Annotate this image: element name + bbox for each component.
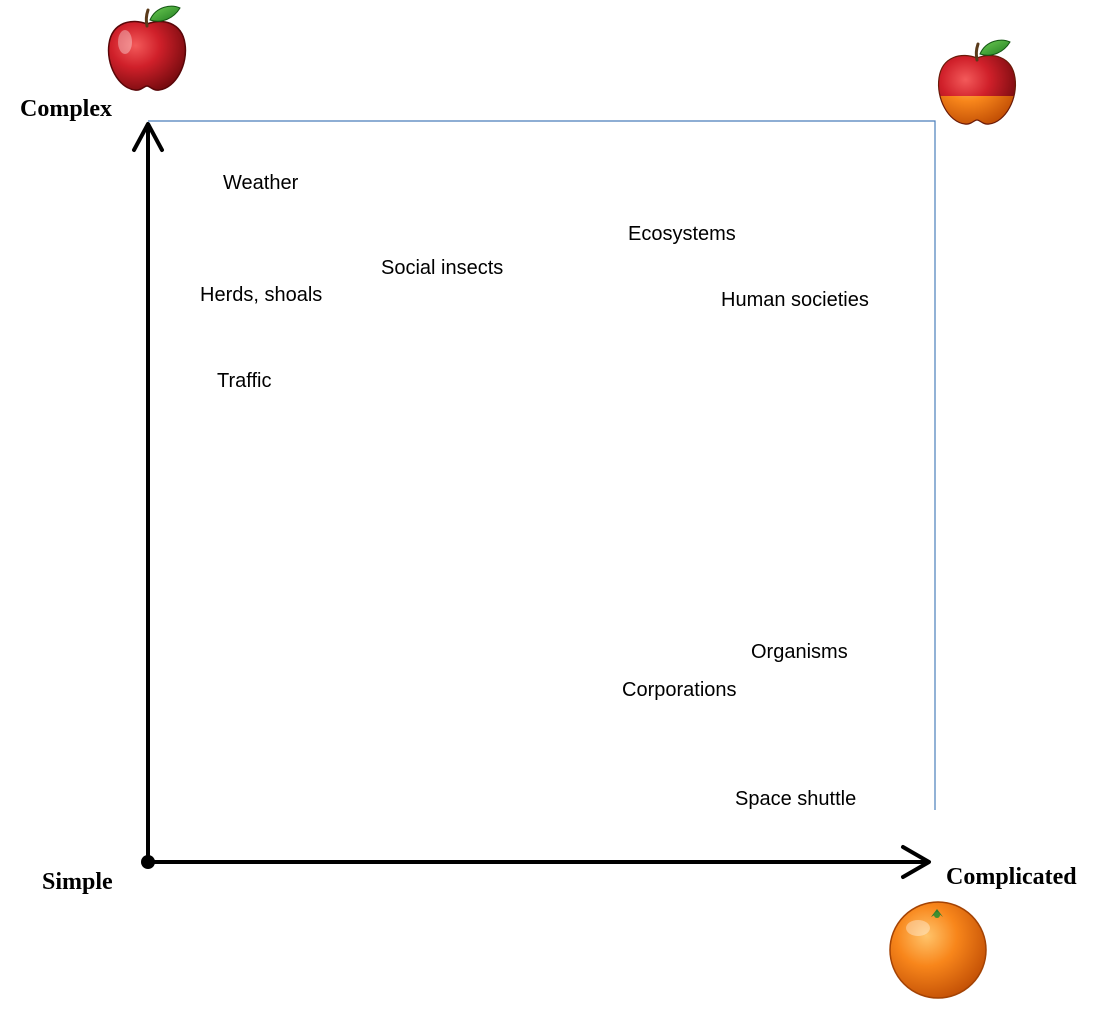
item-ecosystems: Ecosystems: [628, 223, 736, 245]
quadrant-frame: [148, 120, 936, 810]
y-axis-arrowhead: [132, 122, 164, 152]
origin-dot: [141, 855, 155, 869]
apple-orange-hybrid-icon: [937, 39, 1017, 125]
complex-label: Complex: [20, 96, 112, 122]
item-social-insects: Social insects: [381, 257, 503, 279]
x-axis-arrowhead: [901, 845, 931, 879]
item-herds-shoals: Herds, shoals: [200, 284, 322, 306]
item-weather: Weather: [223, 172, 299, 194]
item-human-societies: Human societies: [721, 289, 869, 311]
orange-icon: [889, 901, 987, 999]
simple-label: Simple: [42, 869, 113, 895]
complicated-label: Complicated: [946, 864, 1077, 890]
apple-icon: [107, 5, 187, 91]
item-space-shuttle: Space shuttle: [735, 788, 856, 810]
item-traffic: Traffic: [217, 370, 271, 392]
item-corporations: Corporations: [622, 679, 737, 701]
item-organisms: Organisms: [751, 641, 848, 663]
